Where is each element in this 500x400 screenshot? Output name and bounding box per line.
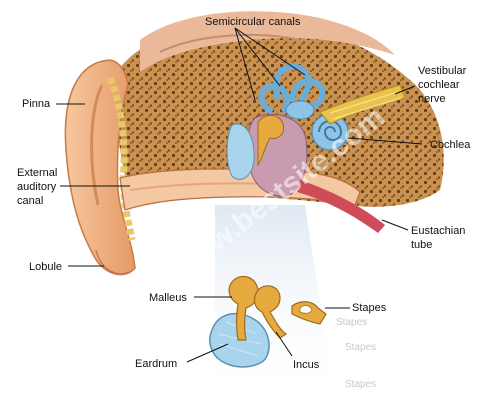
pinna-cartilage [106,76,136,241]
leader-semicircular-3 [234,27,306,76]
lobule-shape [95,249,131,275]
leader-cochlea [347,137,423,145]
leader-semicircular-2 [234,27,281,87]
watermark-ghost-3: Stapes [345,379,376,390]
label-external-auditory-canal-line-1: External [17,167,57,179]
leader-eardrum [186,343,229,363]
watermark-ghost-2: Stapes [345,342,376,353]
leader-lines [56,27,423,363]
tympanic-membrane [226,123,255,180]
label-pinna: Pinna [22,98,51,110]
eustachian-tube-shape [297,180,385,233]
brain-fold [159,33,301,53]
label-external-auditory-canal-line-2: auditory [17,181,57,193]
leader-eustachian [381,219,409,231]
label-stapes: Stapes [352,302,387,314]
ossicles-in-situ [257,115,285,167]
brain-tissue [140,11,395,73]
vestibule [285,100,315,120]
label-lobule: Lobule [29,261,62,273]
pinna-helix [90,84,104,206]
label-vestibular-nerve-line-3: nerve [418,93,446,105]
leader-nerve [394,85,416,95]
detached-stapes [291,301,327,325]
label-vestibular-nerve-line-2: cochlear [418,79,460,91]
leader-semicircular-1 [234,27,256,101]
label-cochlea: Cochlea [430,139,471,151]
label-eardrum: Eardrum [135,358,177,370]
label-eustachian-tube-line-2: tube [411,239,432,251]
label-semicircular-canals: Semicircular canals [205,16,301,28]
detached-malleus [228,275,259,341]
label-eustachian-tube-line-1: Eustachian [411,225,465,237]
detached-incus [253,285,288,339]
watermark-ghost-1: Stapes [336,317,367,328]
label-vestibular-nerve-line-1: Vestibular [418,65,467,77]
label-incus: Incus [293,359,320,371]
label-external-auditory-canal-line-3: canal [17,195,43,207]
leader-incus [275,331,293,357]
label-malleus: Malleus [149,292,187,304]
